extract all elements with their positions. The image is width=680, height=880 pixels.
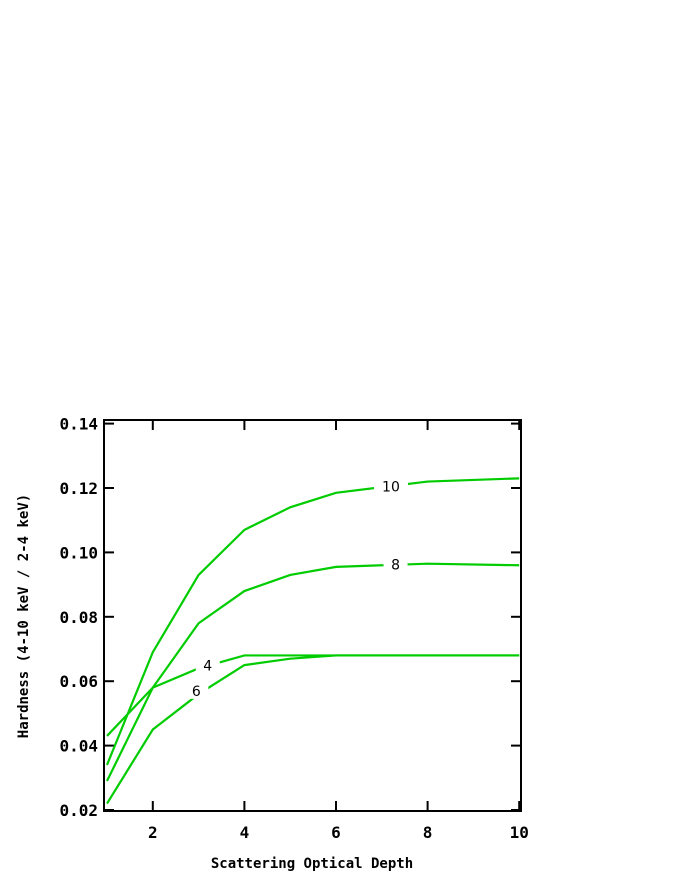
curve-8 xyxy=(106,562,520,782)
curve-10 xyxy=(105,477,520,766)
curves xyxy=(105,477,520,805)
curve-label-gap xyxy=(195,653,220,674)
y-tick-label: 0.02 xyxy=(59,801,98,820)
curve-label-gap xyxy=(383,552,408,573)
curve-6 xyxy=(106,654,520,805)
curve-label-8: 8 xyxy=(391,558,400,574)
curve-label-4: 4 xyxy=(203,659,212,675)
x-tick-label: 2 xyxy=(148,823,158,842)
x-axis-title: Scattering Optical Depth xyxy=(211,856,413,872)
x-tick-label: 4 xyxy=(240,823,250,842)
curve-labels: 46 8 10 xyxy=(184,474,408,700)
y-tick-label: 0.10 xyxy=(59,543,98,562)
y-axis-ticks: 0.02 0.04 0.06 0.08 0.10 0.12 0.14 xyxy=(59,415,521,820)
y-tick-label: 0.12 xyxy=(59,479,98,498)
y-axis-title: Hardness (4-10 keV / 2-4 keV) xyxy=(16,494,32,738)
y-tick-label: 0.08 xyxy=(59,608,98,627)
plot-border xyxy=(103,419,522,812)
y-tick-label: 0.14 xyxy=(59,415,98,434)
x-tick-label: 8 xyxy=(423,823,433,842)
y-tick-label: 0.04 xyxy=(59,737,98,756)
x-tick-label: 10 xyxy=(510,823,529,842)
curve-label-gap xyxy=(373,474,408,495)
curve-label-6: 6 xyxy=(192,684,201,700)
curve-4 xyxy=(106,654,520,737)
y-tick-label: 0.06 xyxy=(59,672,98,691)
plot-frame xyxy=(103,419,522,812)
curve-label-gap xyxy=(184,678,209,699)
curve-label-10: 10 xyxy=(382,479,400,495)
x-tick-label: 6 xyxy=(331,823,341,842)
